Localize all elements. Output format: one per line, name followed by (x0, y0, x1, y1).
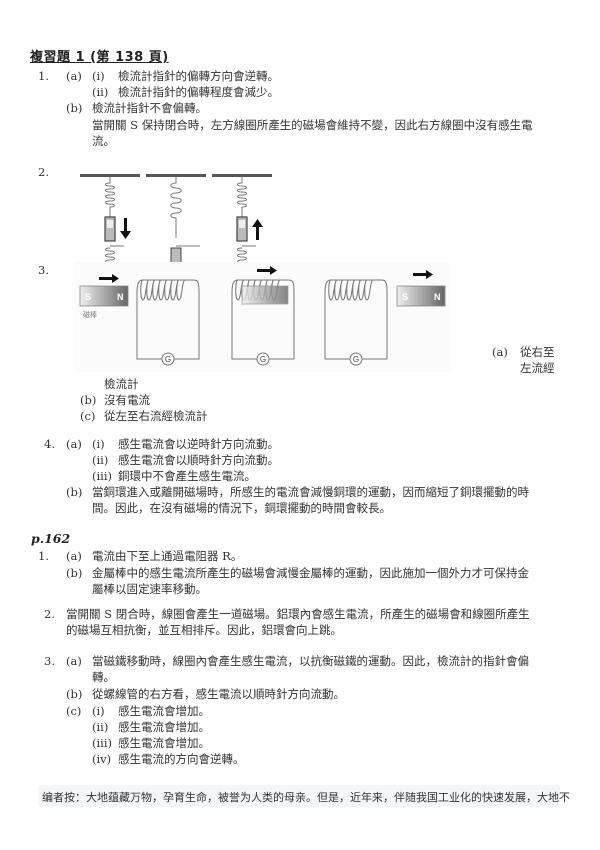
answer-text: 屬棒以固定速率移動。 (92, 582, 207, 596)
part-label: (c) (66, 704, 82, 718)
question-number: 3. (44, 654, 55, 668)
answer-text: 檢流計指針的偏轉程度會減少。 (118, 85, 279, 99)
part-label: (b) (66, 485, 83, 499)
part-label: (a) (66, 437, 82, 451)
part-label: (b) (66, 101, 83, 115)
editor-note: 编者按：大地蕴藏万物，孕育生命，被誉为人类的母亲。但是，近年来，伴随我国工业化的… (42, 791, 570, 804)
answer-text: 感生電流的方向會逆轉。 (118, 752, 245, 766)
subpart-label: (iv) (92, 752, 112, 766)
spring-magnet-diagram (80, 174, 272, 266)
subpart-label: (ii) (92, 720, 109, 734)
page-title: 複習題 1 (第 138 頁) (30, 50, 169, 65)
answer-text: 當開關 S 閉合時，線圈會產生一道磁場。鋁環內會感生電流，所產生的磁場會和線圈所… (66, 607, 530, 621)
answer-text: 當銅環進入或離開磁場時，所感生的電流會減慢銅環的運動，因而縮短了銅環擺動的時 (92, 485, 529, 499)
question-number: 1. (38, 549, 49, 563)
svg-text:G: G (260, 355, 266, 364)
answer-text: 從右至 (520, 345, 555, 359)
part-label: (b) (66, 566, 83, 580)
part-label: (b) (66, 687, 83, 701)
part-label: (a) (66, 69, 82, 83)
question-number: 4. (44, 437, 55, 451)
svg-text:S: S (85, 292, 91, 302)
answer-text: 檢流計指針的偏轉方向會逆轉。 (118, 69, 279, 83)
subpart-label: (i) (92, 69, 105, 83)
answer-text: 銅環中不會產生感生電流。 (118, 469, 256, 483)
answer-text: 當開關 S 保持閉合時，左方線圈所產生的磁場會維持不變，因此右方線圈中沒有感生電 (92, 118, 533, 132)
subpart-label: (i) (92, 437, 105, 451)
answer-text: 金屬棒中的感生電流所產生的磁場會減慢金屬棒的運動，因此施加一個外力才可保持金 (92, 566, 529, 580)
answer-text: 檢流計指針不會偏轉。 (92, 101, 207, 115)
part-label: (c) (80, 409, 96, 423)
svg-text:G: G (165, 355, 171, 364)
question-number: 3. (38, 263, 49, 277)
part-label: (b) (80, 393, 97, 407)
answer-text: 的磁場互相抗衡，並互相排斥。因此，鋁環會向上跳。 (66, 623, 342, 637)
part-label: (a) (66, 654, 82, 668)
answer-text: 電流由下至上通過電阻器 R。 (92, 549, 243, 563)
question-number: 2. (38, 165, 49, 179)
answer-text: 沒有電流 (104, 393, 150, 407)
answer-text: 感生電流會增加。 (118, 704, 210, 718)
subpart-label: (ii) (92, 453, 109, 467)
question-number: 2. (44, 607, 55, 621)
answer-text: 感生電流會以順時針方向流動。 (118, 453, 279, 467)
editor-note-bar: 编者按：大地蕴藏万物，孕育生命，被誉为人类的母亲。但是，近年来，伴随我国工业化的… (38, 785, 570, 807)
answer-text: 感生電流會增加。 (118, 720, 210, 734)
page-reference: p.162 (31, 531, 71, 546)
answer-text: 感生電流會以逆時針方向流動。 (118, 437, 279, 451)
subpart-label: (iii) (92, 736, 113, 750)
answer-text: 轉。 (92, 670, 115, 684)
svg-text:N: N (434, 292, 441, 302)
subpart-label: (i) (92, 704, 105, 718)
induction-circuit-diagram: S N 磁棒 S N G G G (75, 262, 450, 372)
answer-text: 檢流計 (104, 377, 139, 391)
answer-text: 從左至右流經檢流計 (104, 409, 208, 423)
answer-text: 感生電流會增加。 (118, 736, 210, 750)
answer-text: 左流經 (520, 361, 555, 375)
part-label: (a) (66, 549, 82, 563)
answer-text: 流。 (92, 134, 115, 148)
svg-text:G: G (353, 355, 359, 364)
subpart-label: (iii) (92, 469, 113, 483)
svg-text:S: S (402, 292, 408, 302)
part-label: (a) (492, 345, 508, 359)
answer-text: 從螺線管的右方看，感生電流以順時針方向流動。 (92, 687, 345, 701)
svg-text:N: N (117, 292, 124, 302)
answer-text: 當磁鐵移動時，線圈內會產生感生電流，以抗衡磁鐵的運動。因此，檢流計的指針會偏 (92, 654, 529, 668)
answer-text: 間。因此，在沒有磁場的情況下，銅環擺動的時間會較長。 (92, 501, 391, 515)
question-number: 1. (38, 69, 49, 83)
svg-text:磁棒: 磁棒 (83, 310, 97, 319)
subpart-label: (ii) (92, 85, 109, 99)
